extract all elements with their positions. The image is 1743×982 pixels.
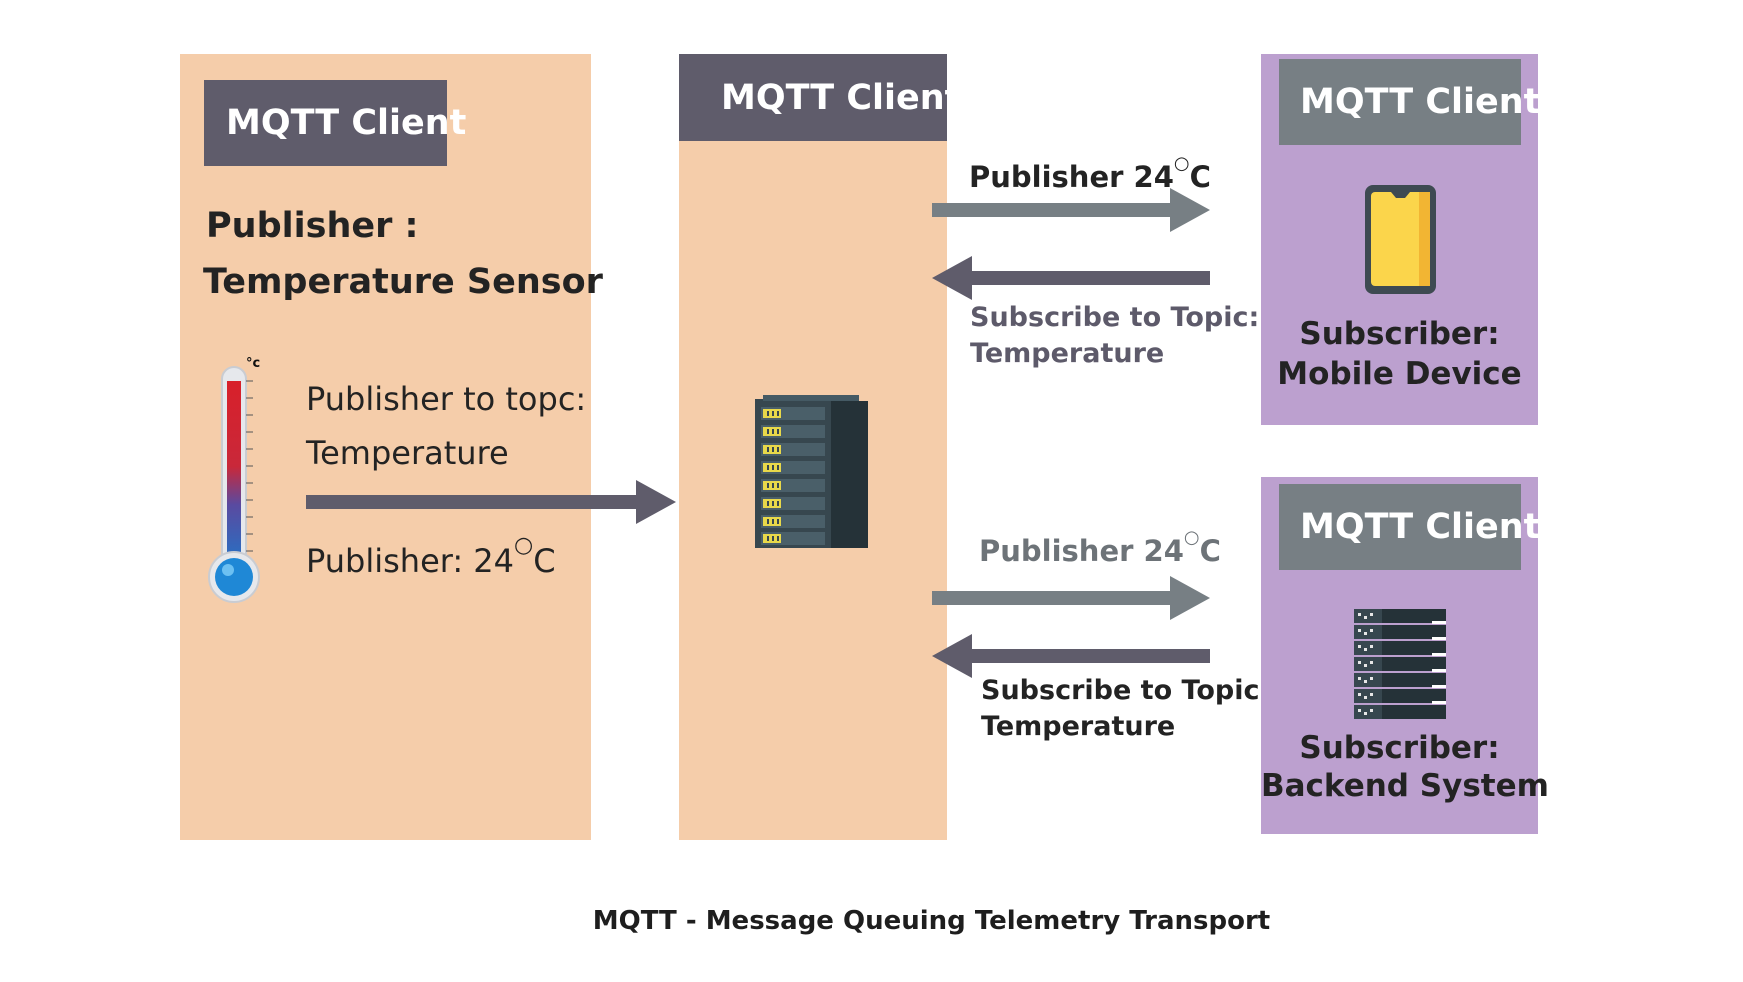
publisher-topic-line2: Temperature — [306, 434, 509, 472]
degree-icon: ○ — [1183, 527, 1200, 548]
backend-role-line2: Backend System — [1261, 768, 1549, 804]
mobile-role-line1: Subscriber: — [1299, 316, 1500, 352]
publisher-value: Publisher: 24○C — [306, 533, 556, 580]
backend-client-header: MQTT Client — [1279, 484, 1540, 570]
publisher-value-label: Publisher: 24 — [306, 542, 515, 580]
backend-server-icon — [1354, 609, 1446, 719]
thermometer-unit-label: °c — [246, 356, 261, 371]
backend-subscribe-line1: Subscribe to Topic: — [981, 675, 1271, 706]
mobile-client-label: MQTT Client — [1300, 82, 1541, 122]
backend-subscribe-line2: Temperature — [981, 711, 1176, 742]
diagram-caption: MQTT - Message Queuing Telemetry Transpo… — [592, 906, 1271, 936]
thermometer-icon — [208, 366, 260, 603]
backend-role-line1: Subscriber: — [1299, 730, 1500, 766]
mobile-role-line2: Mobile Device — [1277, 356, 1522, 392]
backend-publish-unit: C — [1199, 534, 1221, 568]
backend-publish-text: Publisher 24 — [979, 534, 1184, 568]
mobile-subscribe-arrow — [932, 256, 1210, 300]
mobile-publish-text: Publisher 24 — [969, 160, 1174, 194]
degree-icon: ○ — [514, 533, 534, 558]
broker-server-icon — [755, 395, 868, 548]
mobile-publish-unit: C — [1189, 160, 1211, 194]
mobile-phone-icon — [1365, 185, 1436, 294]
publisher-client-label: MQTT Client — [226, 103, 467, 143]
publish-arrow — [306, 480, 676, 524]
publisher-client-header: MQTT Client — [204, 80, 466, 166]
broker-client-label: MQTT Client — [721, 77, 962, 118]
publisher-topic-line1: Publisher to topc: — [306, 380, 587, 418]
backend-client-label: MQTT Client — [1300, 507, 1541, 547]
broker-client-header: MQTT Client — [679, 54, 961, 141]
mobile-publish-arrow — [932, 188, 1210, 232]
mobile-publish-label: Publisher 24○C — [969, 153, 1211, 194]
publisher-role-line1: Publisher : — [206, 206, 419, 246]
mobile-subscribe-line1: Subscribe to Topic: — [970, 302, 1260, 333]
mobile-client-header: MQTT Client — [1279, 59, 1540, 145]
backend-subscribe-arrow — [932, 634, 1210, 678]
backend-publish-arrow — [932, 576, 1210, 620]
mobile-subscribe-line2: Temperature — [970, 338, 1165, 369]
publisher-role-line2: Temperature Sensor — [203, 262, 603, 302]
publisher-value-unit: C — [533, 542, 556, 580]
degree-icon: ○ — [1173, 153, 1190, 174]
backend-publish-label: Publisher 24○C — [979, 527, 1221, 568]
publisher-panel — [180, 54, 591, 840]
